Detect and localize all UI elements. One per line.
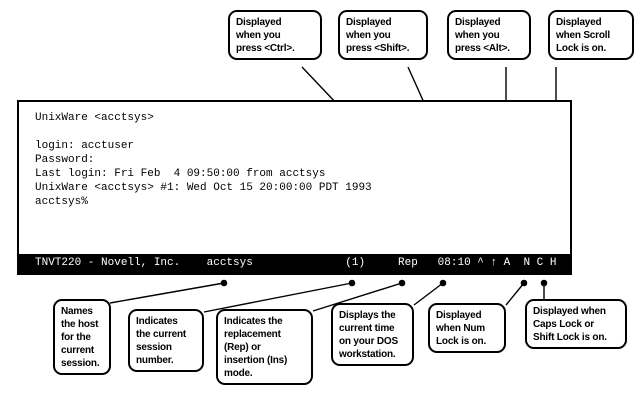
callout-num-lock-line-2: when Num xyxy=(436,323,485,334)
terminal-screen[interactable]: UnixWare <acctsys> login: acctuser Passw… xyxy=(19,102,570,254)
callout-caps-shift-lock-line-2: Caps Lock or xyxy=(533,319,594,330)
callout-time-line-2: current time xyxy=(339,323,395,334)
callout-host-line-4: current xyxy=(61,345,95,356)
terminal-line xyxy=(35,125,570,139)
callout-session-number-line-2: the current xyxy=(136,329,187,340)
callout-caps-shift-lock-line-3: Shift Lock is on. xyxy=(533,332,607,343)
callout-session-number-line-1: Indicates xyxy=(136,316,178,327)
callout-shift: Displayed when you press <Shift>. xyxy=(338,10,428,60)
leader-time xyxy=(413,282,444,306)
leader-dot-caps-shift-lock xyxy=(540,279,548,287)
callout-num-lock: Displayed when Num Lock is on. xyxy=(428,303,506,353)
terminal-line: Password: xyxy=(35,154,95,166)
callout-host: Names the host for the current session. xyxy=(53,299,111,375)
callout-host-line-3: for the xyxy=(61,332,91,343)
callout-time-line-4: workstation. xyxy=(339,349,396,360)
callout-session-number: Indicates the current session number. xyxy=(128,309,204,372)
terminal-line: Last login: Fri Feb 4 09:50:00 from acct… xyxy=(35,168,326,180)
callout-ctrl-line-1: Displayed xyxy=(236,17,282,28)
callout-caps-shift-lock: Displayed when Caps Lock or Shift Lock i… xyxy=(525,299,627,349)
callout-alt: Displayed when you press <Alt>. xyxy=(447,10,531,60)
callout-alt-line-1: Displayed xyxy=(455,17,501,28)
callout-host-line-5: session. xyxy=(61,358,100,369)
callout-caps-shift-lock-line-1: Displayed when xyxy=(533,306,606,317)
leader-dot-rep-ins xyxy=(398,279,406,287)
terminal-window[interactable]: UnixWare <acctsys> login: acctuser Passw… xyxy=(17,100,572,275)
callout-shift-line-1: Displayed xyxy=(346,17,392,28)
terminal-line: UnixWare <acctsys> #1: Wed Oct 15 20:00:… xyxy=(35,182,372,194)
callout-rep-ins-mode: Indicates the replacement (Rep) or inser… xyxy=(216,309,313,385)
leader-dot-time xyxy=(439,279,447,287)
callout-num-lock-line-3: Lock is on. xyxy=(436,336,487,347)
terminal-line: UnixWare <acctsys> xyxy=(35,112,154,124)
terminal-status-bar: TNVT220 - Novell, Inc. acctsys (1) Rep 0… xyxy=(19,254,570,273)
callout-host-line-1: Names xyxy=(61,306,93,317)
leader-session-number xyxy=(203,282,353,313)
leader-rep-ins xyxy=(312,282,403,312)
terminal-line: login: acctuser xyxy=(35,140,135,152)
leader-dot-session-number xyxy=(348,279,356,287)
callout-rep-ins-mode-line-3: (Rep) or xyxy=(224,342,261,353)
callout-scroll-lock-line-1: Displayed xyxy=(556,17,602,28)
callout-host-line-2: the host xyxy=(61,319,99,330)
callout-num-lock-line-1: Displayed xyxy=(436,310,482,321)
callout-alt-line-2: when you xyxy=(455,30,500,41)
callout-time: Displays the current time on your DOS wo… xyxy=(331,303,414,366)
callout-time-line-1: Displays the xyxy=(339,310,396,321)
callout-session-number-line-3: session xyxy=(136,342,172,353)
callout-alt-line-3: press <Alt>. xyxy=(455,43,510,54)
callout-rep-ins-mode-line-1: Indicates the xyxy=(224,316,283,327)
leader-dot-host xyxy=(220,279,228,287)
leader-dot-num-lock xyxy=(520,279,528,287)
leader-host xyxy=(109,282,225,304)
callout-rep-ins-mode-line-5: mode. xyxy=(224,368,253,379)
callout-shift-line-3: press <Shift>. xyxy=(346,43,410,54)
leader-num-lock xyxy=(505,282,525,306)
callout-ctrl: Displayed when you press <Ctrl>. xyxy=(228,10,322,60)
callout-scroll-lock: Displayed when Scroll Lock is on. xyxy=(548,10,634,60)
callout-ctrl-line-3: press <Ctrl>. xyxy=(236,43,295,54)
callout-scroll-lock-line-2: when Scroll xyxy=(556,30,610,41)
callout-time-line-3: on your DOS xyxy=(339,336,398,347)
callout-ctrl-line-2: when you xyxy=(236,30,281,41)
terminal-line: acctsys% xyxy=(35,196,88,208)
callout-shift-line-2: when you xyxy=(346,30,391,41)
callout-session-number-line-4: number. xyxy=(136,355,174,366)
callout-rep-ins-mode-line-4: insertion (Ins) xyxy=(224,355,288,366)
callout-rep-ins-mode-line-2: replacement xyxy=(224,329,281,340)
callout-scroll-lock-line-3: Lock is on. xyxy=(556,43,607,54)
